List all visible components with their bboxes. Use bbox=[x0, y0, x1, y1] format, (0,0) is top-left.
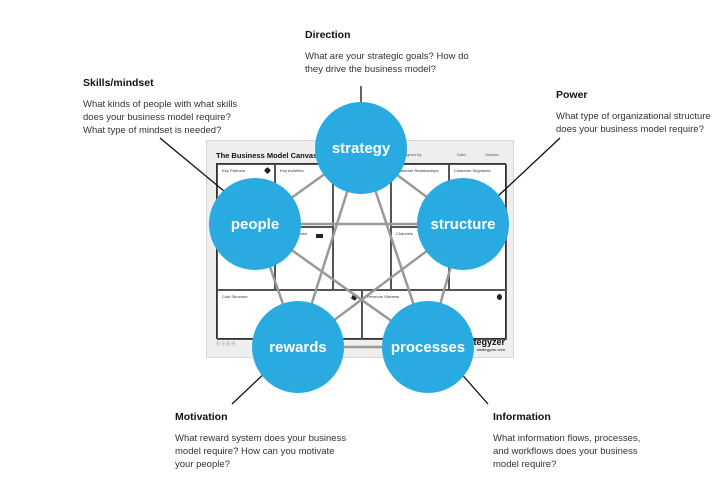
circle-processes-label: processes bbox=[390, 338, 466, 356]
cell-label: Channels bbox=[396, 231, 413, 236]
note-motivation-question: What reward system does your business mo… bbox=[175, 433, 347, 470]
note-power-question: What type of organizational structure do… bbox=[556, 111, 711, 135]
note-information-question: What information flows, processes, and w… bbox=[493, 433, 641, 470]
circle-strategy-label: strategy bbox=[331, 139, 391, 157]
cell-label: Key Activities bbox=[280, 168, 304, 173]
note-direction: Direction What are your strategic goals?… bbox=[305, 28, 505, 77]
canvas-date: Date: bbox=[457, 152, 467, 157]
canvas-title: The Business Model Canvas bbox=[216, 151, 318, 160]
circle-processes: processes bbox=[382, 301, 474, 393]
canvas-version: Version: bbox=[485, 152, 500, 157]
circle-structure-label: structure bbox=[430, 215, 496, 233]
money-bag-icon bbox=[497, 294, 502, 300]
circle-rewards-label: rewards bbox=[269, 338, 327, 356]
strategyzer-url: strategyzer.com bbox=[476, 347, 505, 352]
factory-icon bbox=[316, 234, 323, 238]
note-power: Power What type of organizational struct… bbox=[556, 88, 716, 137]
circle-strategy: strategy bbox=[315, 102, 407, 194]
note-direction-heading: Direction bbox=[305, 29, 351, 41]
note-direction-question: What are your strategic goals? How do th… bbox=[305, 51, 469, 75]
note-skills-heading: Skills/mindset bbox=[83, 77, 154, 89]
strategyzer-logo-text: strategyzer bbox=[456, 337, 505, 347]
cell-label: Cost Structure bbox=[222, 294, 248, 299]
note-motivation-heading: Motivation bbox=[175, 411, 228, 423]
canvas-designed-by: Designed by: bbox=[399, 152, 423, 157]
leader-skills bbox=[159, 137, 231, 197]
cell-label: Customer Relationships bbox=[396, 168, 439, 173]
circle-people-label: people bbox=[230, 215, 280, 233]
leader-power bbox=[495, 137, 561, 199]
note-power-heading: Power bbox=[556, 89, 588, 101]
cell-label: Revenue Streams bbox=[367, 294, 400, 299]
circle-rewards: rewards bbox=[252, 301, 344, 393]
circle-structure: structure bbox=[417, 178, 509, 270]
cell-label: Key Partners bbox=[222, 168, 246, 173]
cell-label: Customer Segments bbox=[454, 168, 491, 173]
strategyzer-logo: strategyzer strategyzer.com bbox=[457, 337, 505, 352]
note-information: Information What information flows, proc… bbox=[493, 410, 693, 472]
circle-people: people bbox=[209, 178, 301, 270]
note-skills: Skills/mindset What kinds of people with… bbox=[83, 76, 283, 138]
note-motivation: Motivation What reward system does your … bbox=[175, 410, 375, 472]
note-skills-question: What kinds of people with what skills do… bbox=[83, 99, 238, 136]
note-information-heading: Information bbox=[493, 411, 551, 423]
canvas-footer-icons: ⓒ ⓘ ⓢ ⓐ bbox=[216, 341, 236, 346]
